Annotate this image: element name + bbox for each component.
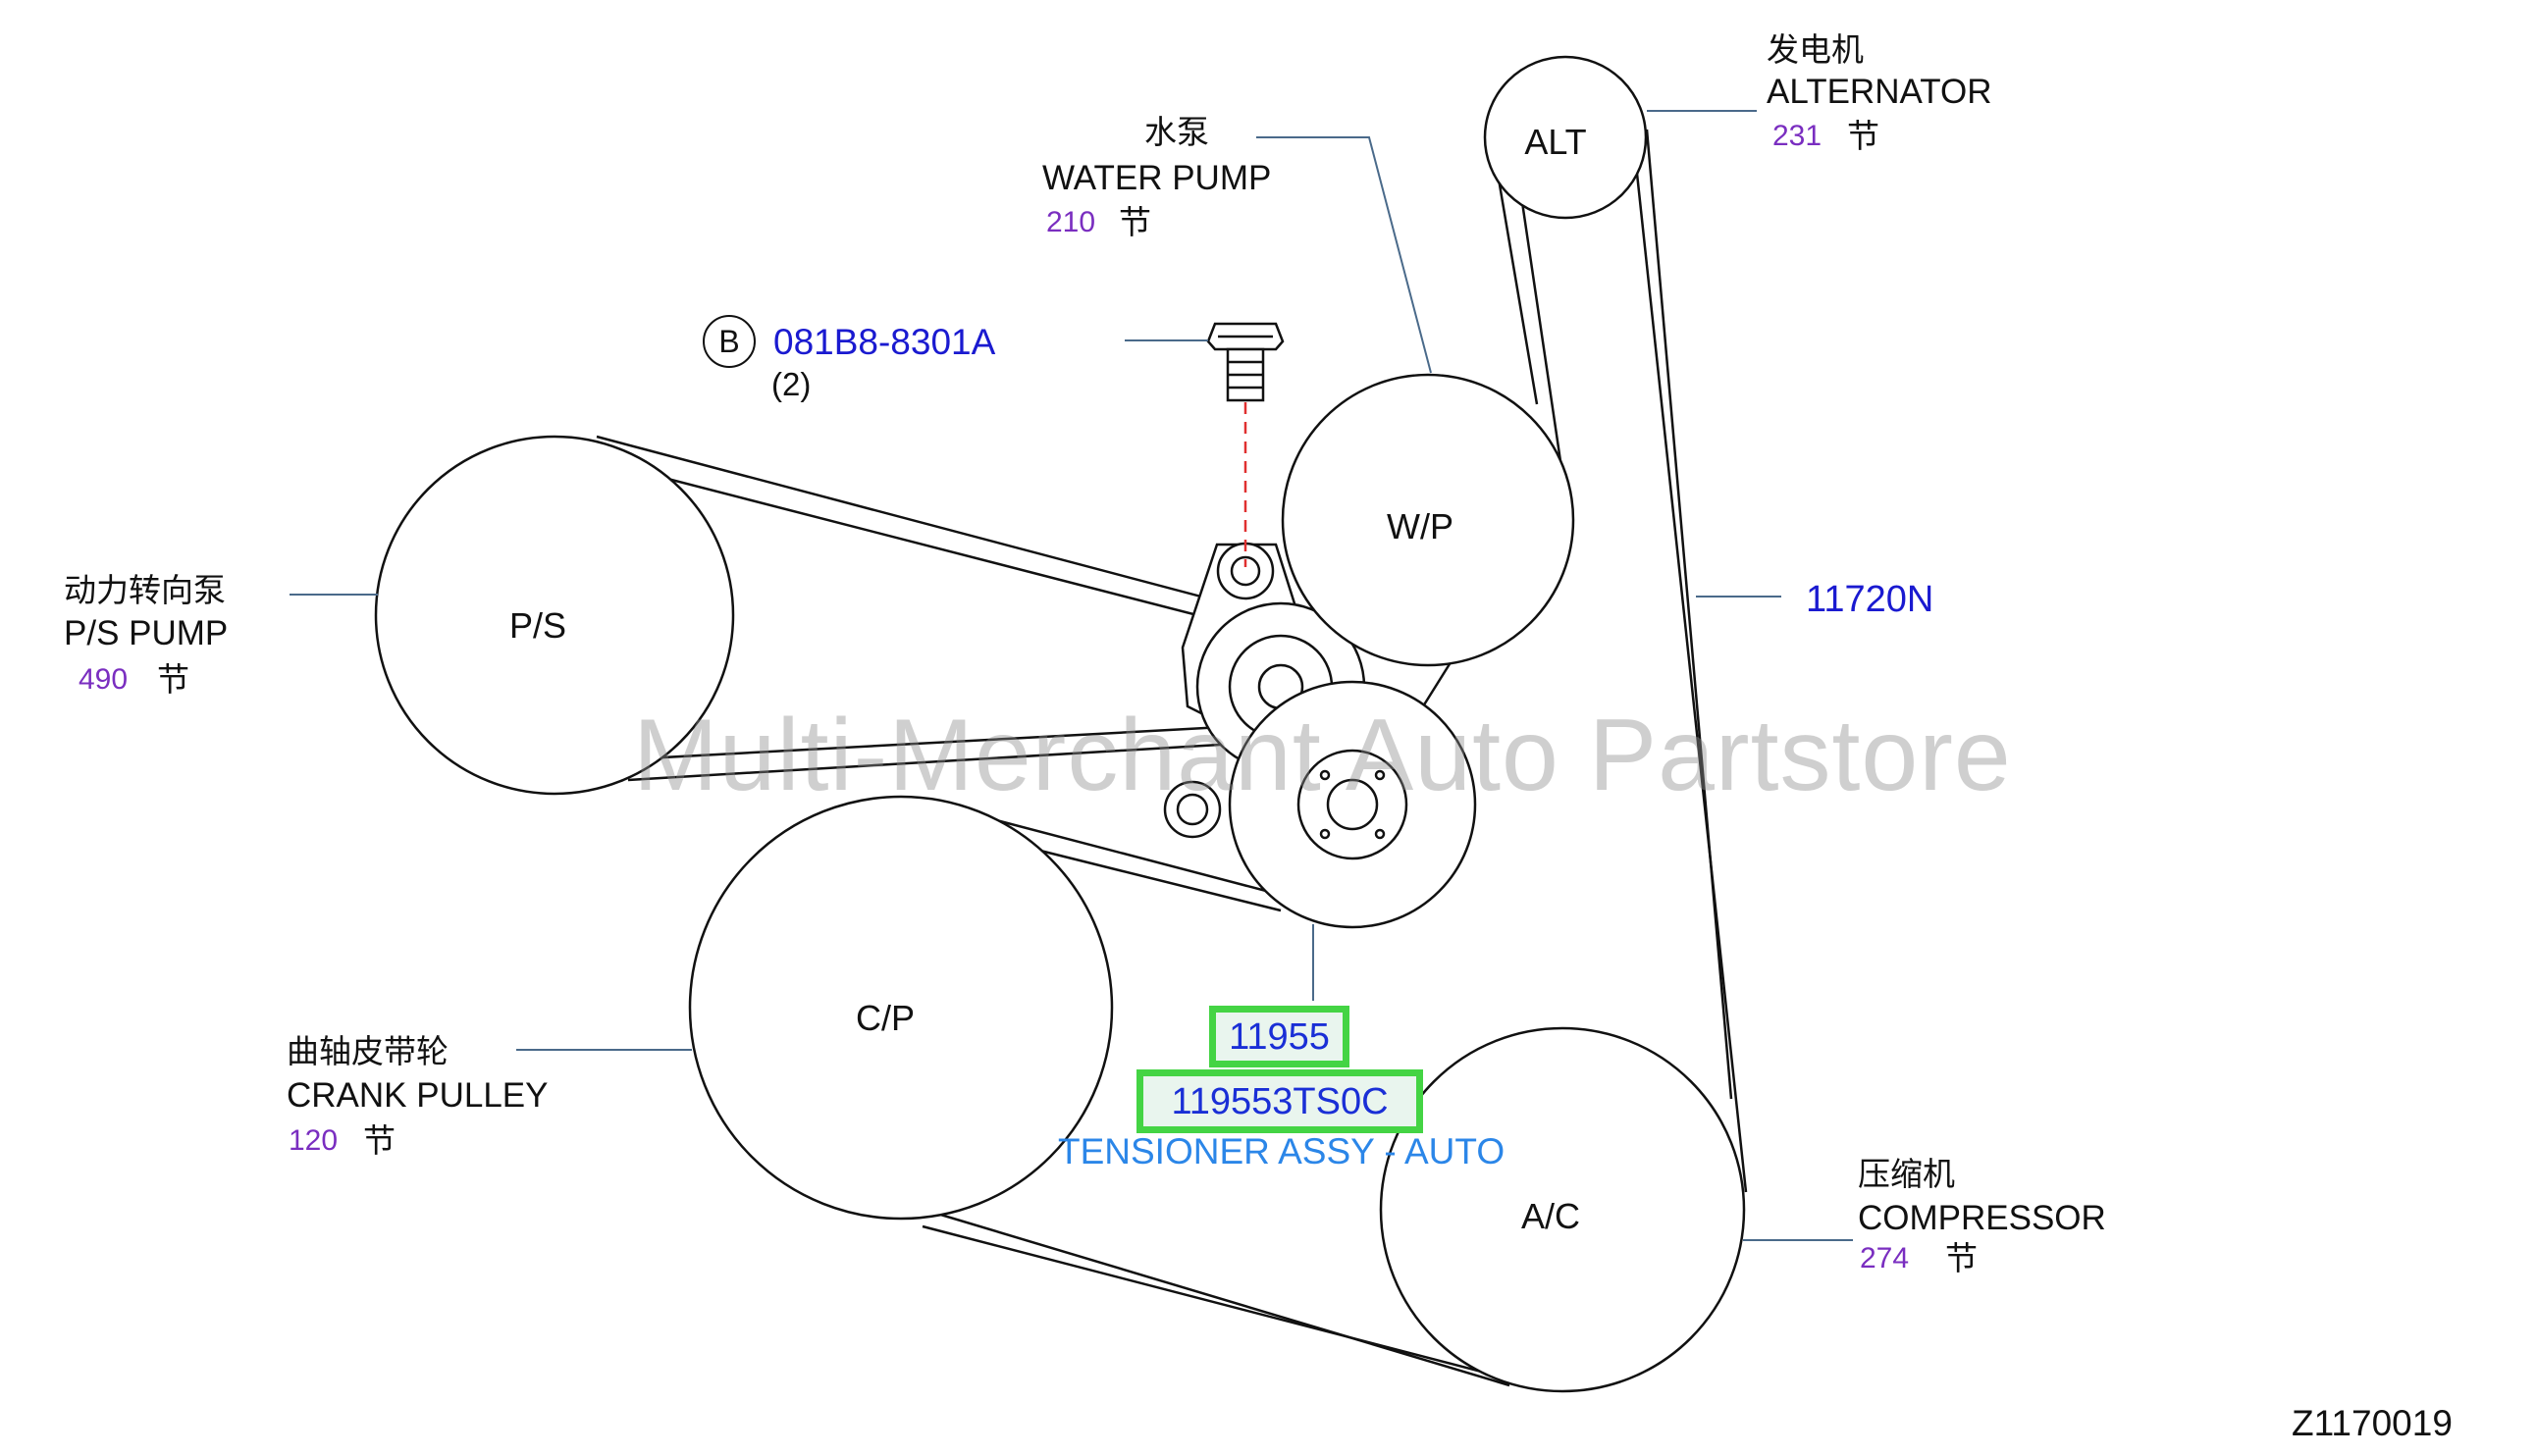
compressor-count: 274 bbox=[1860, 1242, 1910, 1274]
pulley-label-cp: C/P bbox=[855, 998, 916, 1038]
alternator-label-en: ALTERNATOR bbox=[1767, 73, 1992, 111]
tensioner-code: 11955 bbox=[1229, 1015, 1330, 1058]
pulley-wp bbox=[1281, 373, 1575, 667]
ps-pump-label-zh: 动力转向泵 bbox=[64, 571, 226, 609]
bolt-marker: B bbox=[703, 315, 756, 368]
water-pump-unit: 节 bbox=[1119, 203, 1151, 241]
tensioner-part-box[interactable]: 119553TS0C bbox=[1136, 1069, 1423, 1133]
leader-lines bbox=[290, 110, 1853, 1241]
water-pump-label-zh: 水泵 bbox=[1144, 113, 1209, 151]
pulley-ps bbox=[374, 435, 735, 796]
pulley-label-wp: W/P bbox=[1387, 506, 1453, 546]
pulley-label-ac: A/C bbox=[1520, 1196, 1581, 1236]
crank-pulley-label-zh: 曲轴皮带轮 bbox=[287, 1032, 449, 1070]
crank-pulley-count: 120 bbox=[289, 1124, 339, 1157]
tensioner-name: TENSIONER ASSY - AUTO bbox=[1058, 1131, 1506, 1171]
belt-segments bbox=[583, 127, 1748, 1387]
belt-part-number: 11720N bbox=[1806, 579, 1934, 620]
compressor-label-en: COMPRESSOR bbox=[1858, 1199, 2106, 1237]
tensioner-part-number: 119553TS0C bbox=[1171, 1080, 1389, 1122]
ps-pump-count: 490 bbox=[79, 663, 129, 696]
pulleys bbox=[374, 55, 1746, 1393]
crank-pulley-unit: 节 bbox=[363, 1121, 396, 1160]
ps-pump-unit: 节 bbox=[157, 660, 189, 699]
figure-id: Z1170019 bbox=[2292, 1403, 2453, 1443]
crank-pulley-label-en: CRANK PULLEY bbox=[287, 1076, 549, 1115]
compressor-label-zh: 压缩机 bbox=[1858, 1155, 1955, 1193]
ps-pump-label-en: P/S PUMP bbox=[64, 614, 229, 652]
water-pump-label-en: WATER PUMP bbox=[1042, 159, 1272, 197]
bolt-icon bbox=[1206, 322, 1285, 402]
pulley-cp bbox=[688, 795, 1114, 1221]
alternator-label-zh: 发电机 bbox=[1767, 30, 1864, 69]
pulley-alt bbox=[1483, 55, 1648, 220]
watermark: Multi-Merchant Auto Partstore bbox=[633, 699, 2012, 812]
pulley-label-alt: ALT bbox=[1524, 122, 1587, 162]
bolt-part-number: 081B8-8301A bbox=[773, 322, 996, 362]
alternator-count: 231 bbox=[1772, 120, 1823, 152]
compressor-unit: 节 bbox=[1945, 1239, 1978, 1277]
tensioner-code-box[interactable]: 11955 bbox=[1209, 1006, 1349, 1067]
bolt-quantity: (2) bbox=[771, 366, 812, 402]
water-pump-count: 210 bbox=[1046, 206, 1096, 238]
pulley-ac bbox=[1379, 1026, 1746, 1393]
tensioner-pulley bbox=[1228, 680, 1477, 929]
pulley-label-ps: P/S bbox=[508, 605, 567, 646]
alternator-unit: 节 bbox=[1847, 117, 1879, 155]
